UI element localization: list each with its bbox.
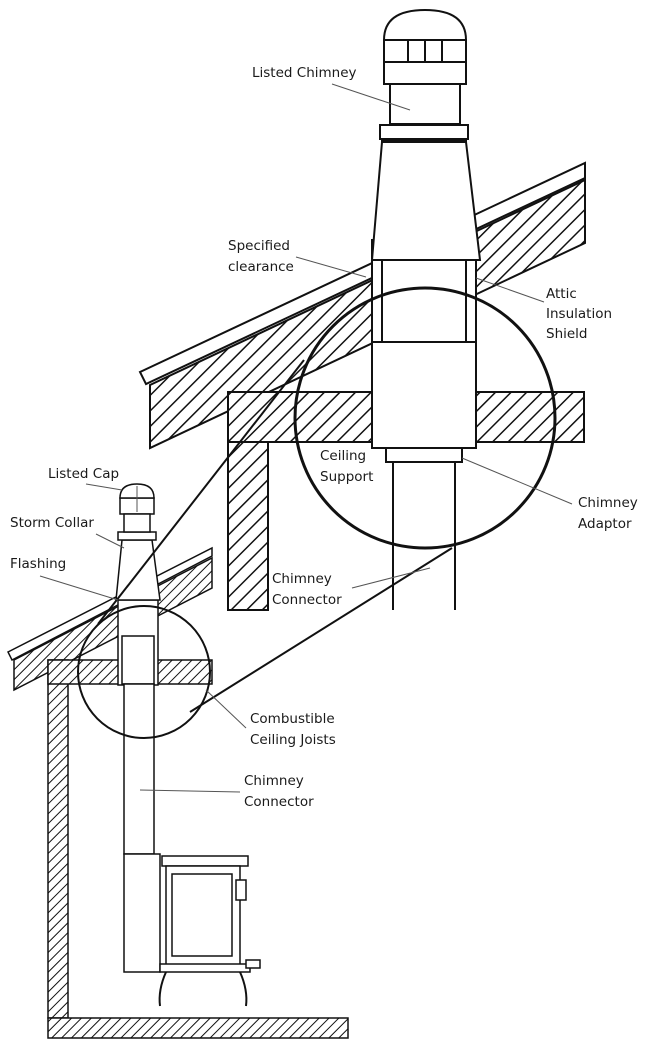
overall-storm-collar	[117, 531, 157, 541]
label-chimney-connector-overall: Chimney	[244, 773, 304, 789]
overall-view	[6, 359, 453, 1039]
wood-stove	[158, 855, 261, 1007]
detail-magnifier-circle	[293, 286, 557, 550]
label-chimney-adaptor-2: Adaptor	[578, 516, 632, 532]
label-flashing: Flashing	[10, 556, 66, 572]
detail-storm-collar	[379, 124, 469, 140]
labels: Listed Chimney Specified clearance Attic…	[10, 65, 638, 810]
chimney-adaptor	[385, 447, 463, 463]
overall-magnifier-circle	[77, 605, 211, 739]
label-attic-insulation-shield: Attic	[546, 286, 577, 302]
label-chimney-connector-detail-2: Connector	[272, 592, 342, 608]
label-ceiling-support-2: Support	[320, 469, 373, 485]
label-chimney-connector-overall-2: Connector	[244, 794, 314, 810]
label-combustible-ceiling-joists: Combustible	[250, 711, 335, 727]
detail-listed-chimney	[370, 141, 482, 261]
label-attic-insulation-shield-2: Insulation	[546, 306, 612, 322]
label-specified-clearance: Specified	[228, 238, 290, 254]
label-listed-cap: Listed Cap	[48, 466, 119, 482]
label-ceiling-support: Ceiling	[320, 448, 366, 464]
label-chimney-adaptor: Chimney	[578, 495, 638, 511]
label-listed-chimney: Listed Chimney	[252, 65, 357, 81]
overall-floor	[47, 1017, 349, 1039]
overall-wall	[47, 659, 69, 1019]
leader-lines	[39, 83, 573, 793]
ceiling-support	[371, 341, 477, 449]
detail-chimney-cap	[382, 8, 468, 41]
label-chimney-connector-detail: Chimney	[272, 571, 332, 587]
label-storm-collar: Storm Collar	[10, 515, 94, 531]
label-combustible-ceiling-joists-2: Ceiling Joists	[250, 732, 336, 748]
label-attic-insulation-shield-3: Shield	[546, 326, 588, 342]
label-specified-clearance-2: clearance	[228, 259, 294, 275]
detail-view	[138, 8, 586, 611]
